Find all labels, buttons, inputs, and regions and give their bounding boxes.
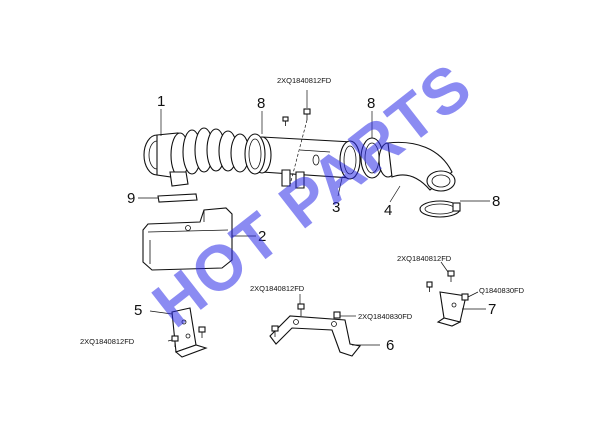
part-2-resonator <box>142 207 233 271</box>
part-9-strip <box>157 193 198 203</box>
bolt-icon <box>271 325 279 337</box>
part-7-bracket <box>436 291 467 327</box>
part-4-elbow <box>378 141 456 192</box>
callout-1: 1 <box>157 93 165 110</box>
code-bracket5-bolt: 2XQ1840812FD <box>80 337 135 346</box>
callout-8-left: 8 <box>257 95 265 112</box>
bolt-icon <box>198 326 206 338</box>
part-8-clamps <box>244 133 461 218</box>
callout-9: 9 <box>127 190 135 207</box>
code-bracket7-nut: Q1840830FD <box>479 286 525 295</box>
code-top-bolt: 2XQ1840812FD <box>277 76 332 85</box>
part-codes: 2XQ1840812FD 2XQ1840812FD 2XQ1840830FD 2… <box>80 76 525 346</box>
fasteners <box>171 108 469 347</box>
nut-icon <box>333 311 341 319</box>
callout-numbers: 1 8 8 8 3 4 9 2 5 6 7 <box>127 93 500 354</box>
bolt-icon <box>171 335 179 347</box>
callout-8-right: 8 <box>492 193 500 210</box>
bolt-icon <box>447 270 455 282</box>
callout-3: 3 <box>332 199 340 216</box>
part-1-intake-hose <box>143 127 250 187</box>
callout-8-middle: 8 <box>367 95 375 112</box>
part-6-bracket <box>269 315 361 357</box>
nut-icon <box>461 293 469 301</box>
callout-5: 5 <box>134 302 142 319</box>
leader-lines <box>138 90 490 346</box>
callout-2: 2 <box>258 228 266 245</box>
callout-7: 7 <box>488 301 496 318</box>
bolt-icon <box>426 281 433 292</box>
bolt-icon <box>282 116 289 126</box>
callout-6: 6 <box>386 337 394 354</box>
code-bracket7-bolt: 2XQ1840812FD <box>397 254 452 263</box>
bolt-icon <box>303 108 311 120</box>
callout-4: 4 <box>384 202 392 219</box>
code-bracket6-nut: 2XQ1840830FD <box>358 312 413 321</box>
bolt-icon <box>297 303 305 316</box>
code-bracket6-bolt: 2XQ1840812FD <box>250 284 305 293</box>
